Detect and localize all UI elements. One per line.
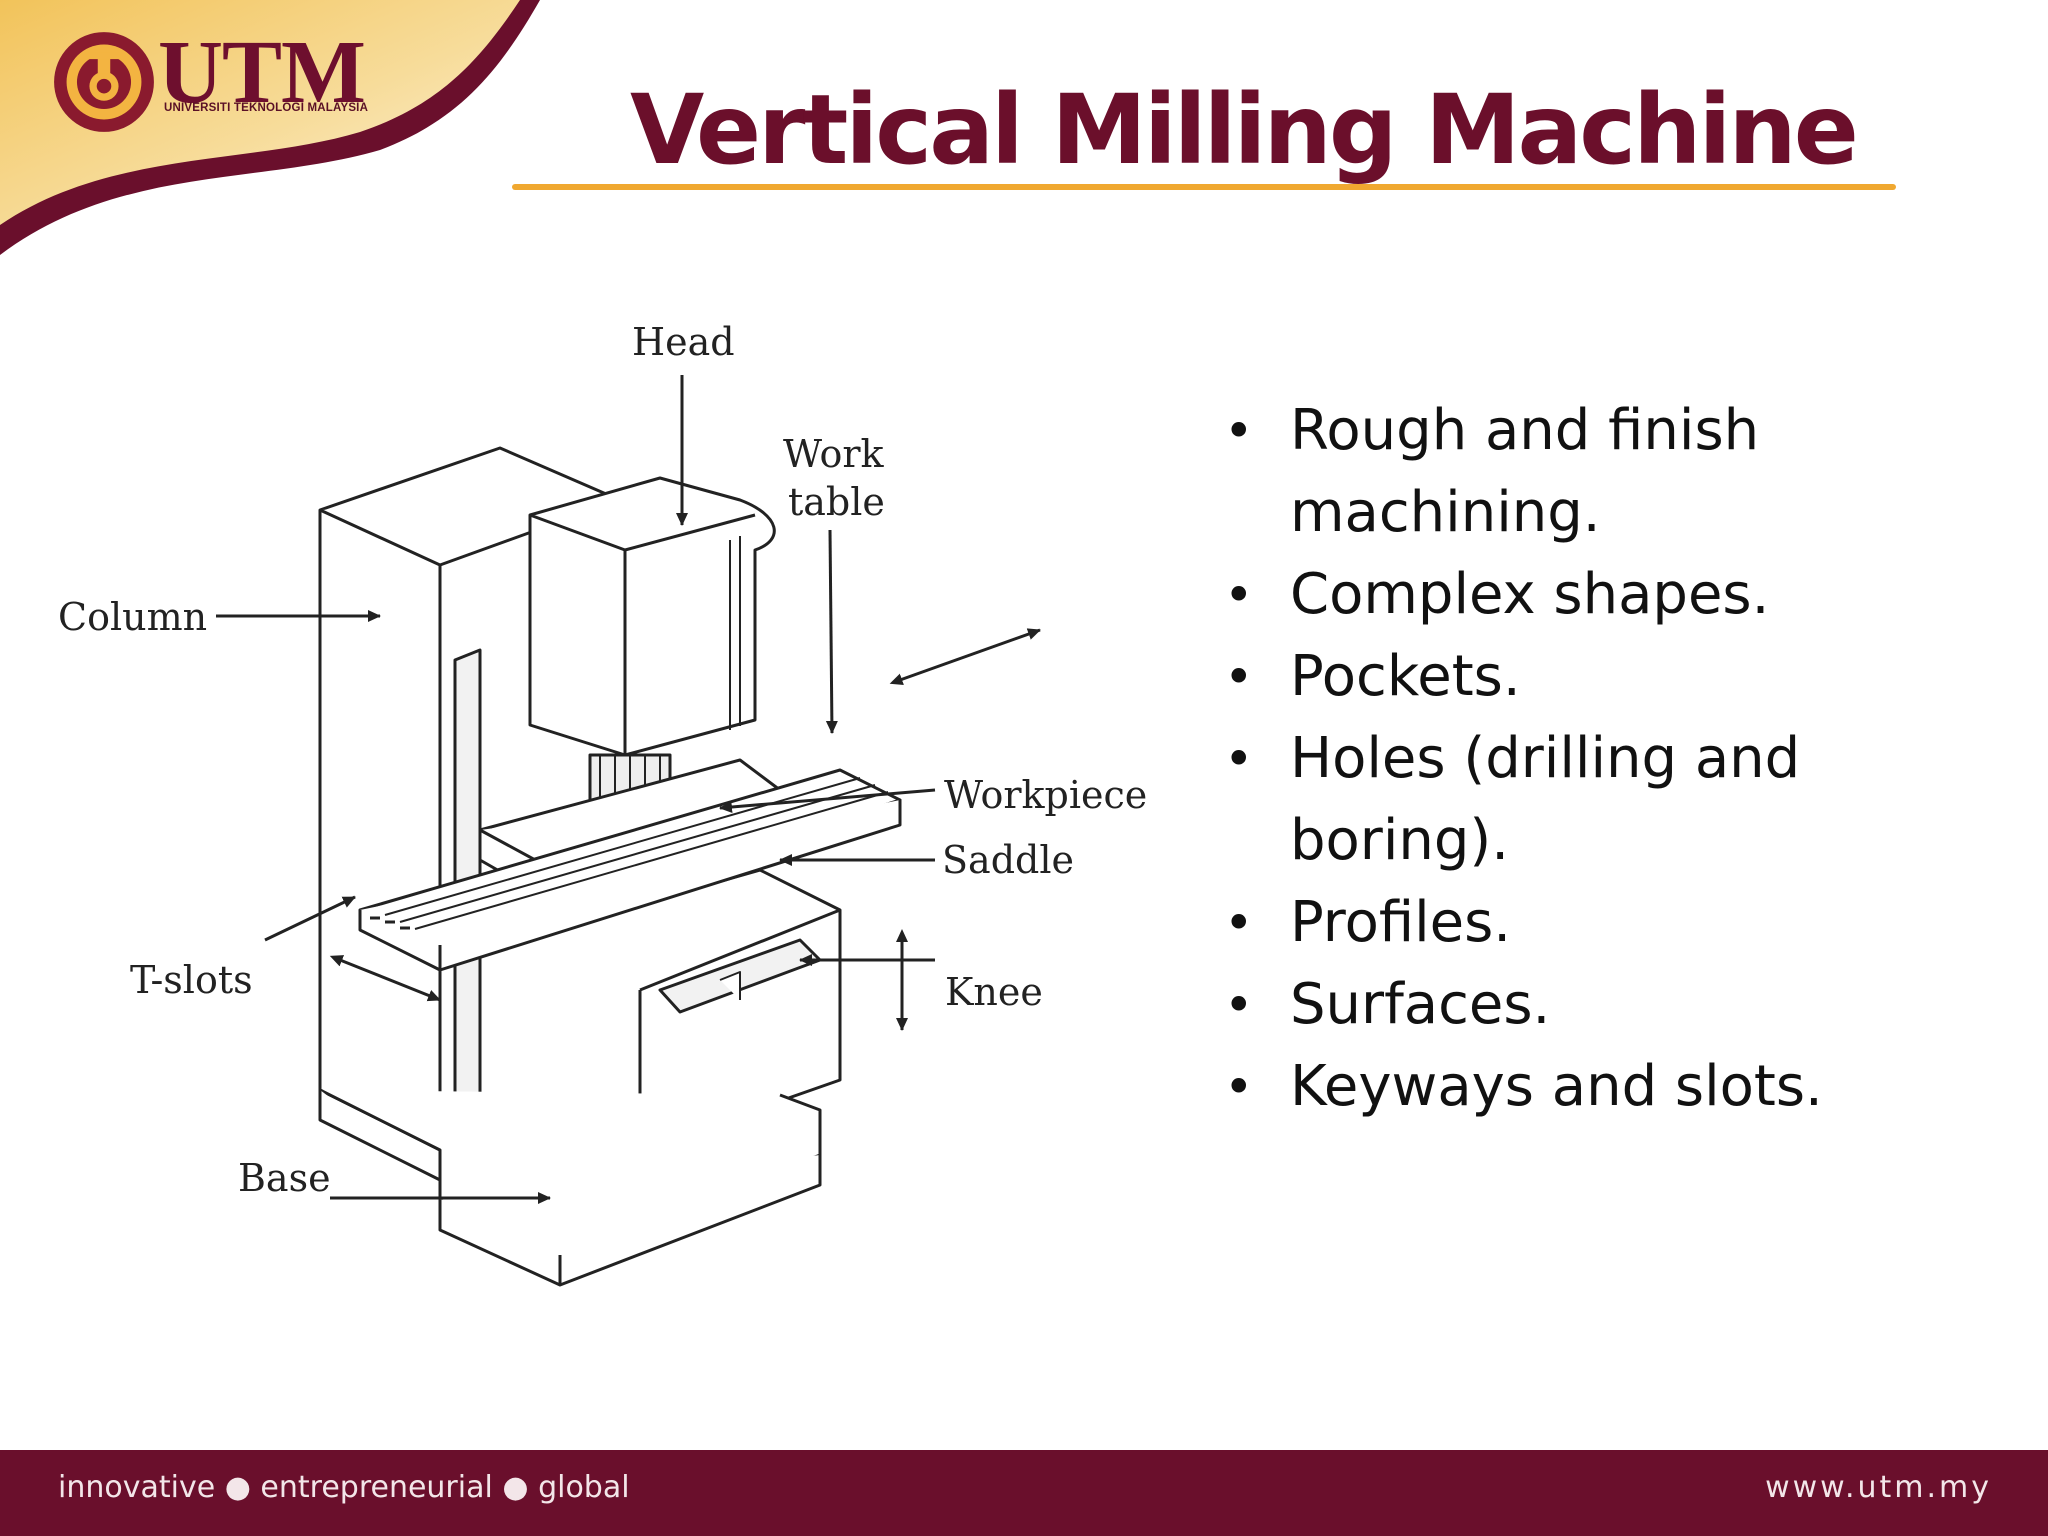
label-base: Base [238,1156,331,1200]
label-column: Column [58,595,208,639]
bullet-icon: • [1224,402,1254,460]
knee-shape [478,868,842,1152]
list-item-text: Rough and finish machining. [1290,398,1760,545]
motion-arrows [329,628,1041,1031]
list-item: • Surfaces. [1222,964,2002,1046]
list-item: • Pockets. [1222,636,2002,718]
utm-logo: UTM UNIVERSITI TEKNOLOGI MALAYSIA [52,22,372,132]
milling-machine-drawing [216,375,1041,1287]
bullet-icon: • [1224,648,1254,706]
logo-text: UTM [158,23,366,122]
list-item: • Keyways and slots. [1222,1046,2002,1128]
bullet-icon: • [1224,566,1254,624]
label-work-table-line2: table [788,480,885,524]
list-item: • Holes (drilling and boring). [1222,718,2002,882]
list-item-text: Surfaces. [1290,972,1551,1037]
title-underline [512,184,1896,190]
label-workpiece: Workpiece [944,773,1148,817]
bullet-icon: • [1224,730,1254,788]
bullet-icon: • [1224,1058,1254,1116]
list-item-text: Pockets. [1290,644,1521,709]
feature-list: • Rough and finish machining. • Complex sh… [1222,390,2002,1128]
list-item: • Profiles. [1222,882,2002,964]
bullet-icon: • [1224,894,1254,952]
label-knee: Knee [945,970,1043,1014]
label-head: Head [632,320,735,364]
leader-lines [216,375,936,1204]
base-shape [318,1088,822,1287]
label-saddle: Saddle [942,838,1074,882]
label-t-slots: T-slots [130,958,253,1002]
utm-emblem-icon [54,32,154,132]
footer-url[interactable]: www.utm.my [1765,1470,1992,1505]
list-item-text: Keyways and slots. [1290,1054,1823,1119]
bullet-icon: • [1224,976,1254,1034]
label-work-table-line1: Work [783,432,884,476]
list-item-text: Holes (drilling and boring). [1290,726,1801,873]
list-item: • Rough and finish machining. [1222,390,2002,554]
list-item-text: Complex shapes. [1290,562,1770,627]
milling-machine-diagram: Head Work table Column Workpiece Saddle … [40,300,1147,1300]
list-item-text: Profiles. [1290,890,1512,955]
logo-subtitle: UNIVERSITI TEKNOLOGI MALAYSIA [164,102,369,114]
slide-title: Vertical Milling Machine [630,74,1859,186]
footer-bar: innovative ● entrepreneurial ● global ww… [0,1450,2048,1536]
footer-tagline: innovative ● entrepreneurial ● global [58,1470,630,1505]
list-item: • Complex shapes. [1222,554,2002,636]
